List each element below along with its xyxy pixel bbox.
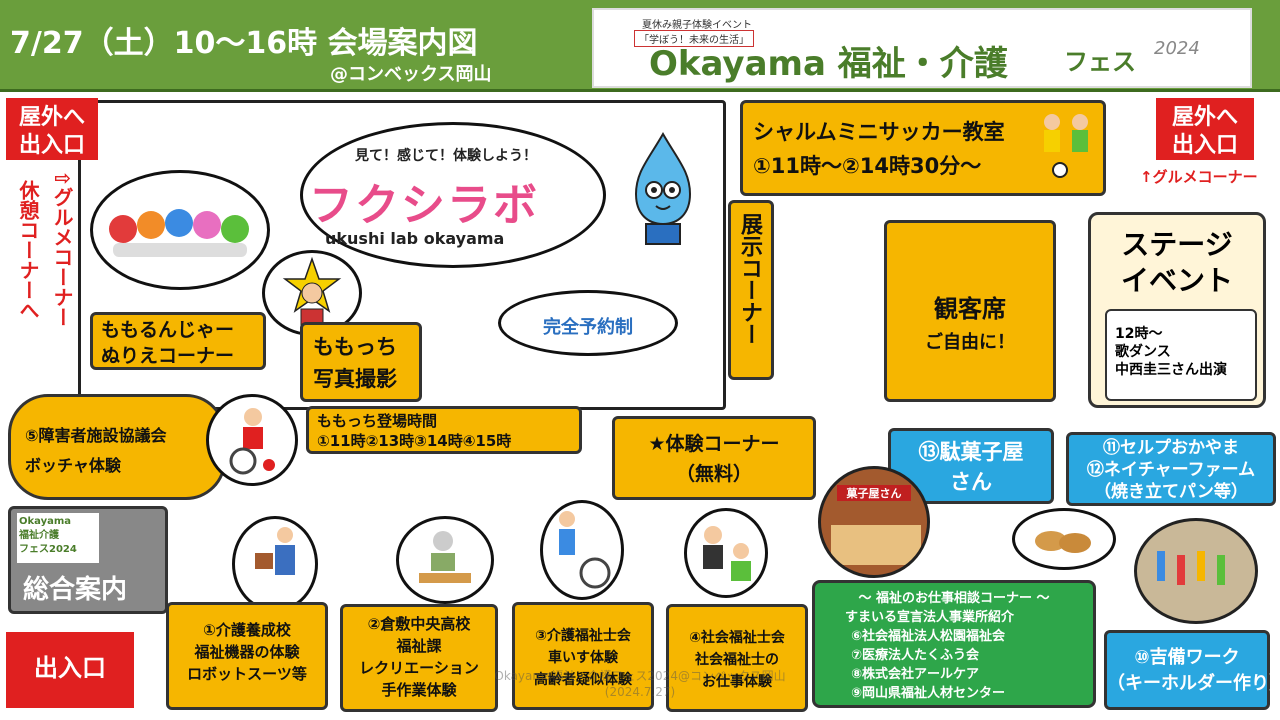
rest-corner-direction: 休憩コーナーへ [16, 180, 40, 320]
page-title: 7/27（土）10〜16時 会場案内図 [10, 26, 478, 61]
craft-activity-icon [419, 531, 471, 583]
audience-seats-title: 観客席 [934, 295, 1006, 323]
momorun-coloring-corner[interactable]: ももるんじゃー ぬりえコーナー [90, 312, 266, 370]
banner-fes: フェス [1064, 48, 1136, 76]
booth-2[interactable]: ②倉敷中央高校 福祉課 レクリエーション 手作業体験 [340, 604, 498, 712]
free-experience-corner[interactable]: ★体験コーナー （無料） [612, 416, 816, 500]
audience-seats[interactable]: 観客席 ご自由に！ [884, 220, 1056, 402]
consult-line: すまいる宣言法人事業所紹介 [845, 610, 1015, 625]
booth-4[interactable]: ④社会福祉士会 社会福祉士の お仕事体験 [666, 604, 808, 712]
event-banner[interactable]: 夏休み親子体験イベント 「学ぼう！未来の生活」 Okayama 福祉・介護 フェ… [592, 8, 1252, 88]
consultation-icon [703, 526, 751, 581]
keyholder-icon [1157, 551, 1225, 585]
banner-main-title: Okayama 福祉・介護 [649, 44, 1008, 84]
momochi-character-icon [282, 256, 342, 328]
booth2-bubble [396, 516, 494, 604]
fukushi-lab-sub: ukushi lab okayama [325, 229, 505, 248]
main-entrance[interactable]: 出入口 [6, 632, 134, 708]
booth-3[interactable]: ③介護福祉士会 車いす体験 高齢者疑似体験 [512, 602, 654, 710]
exhibit-corner[interactable]: 展示コーナー [728, 200, 774, 380]
soccer-players-icon [1030, 108, 1100, 180]
watermark: Okayama福祉・介護フェス2024@コンベックス岡山 (2024.7.27) [494, 669, 786, 699]
stage-detail: 12時〜 歌ダンス 中西圭三さん出演 [1105, 309, 1257, 401]
fukushi-lab-logo: フクシラボ [309, 180, 539, 231]
gourmet-direction-right: ↑グルメコーナー [1140, 168, 1258, 186]
audience-seats-sub: ご自由に！ [925, 332, 1015, 353]
momorun-characters-bubble [90, 170, 270, 290]
dagashi-shop[interactable]: ⑬駄菓子屋 さん [888, 428, 1054, 504]
general-info-label: 総合案内 [23, 575, 128, 605]
mascot-character-icon [628, 131, 698, 250]
momochi-appearance-times: ももっち登場時間 ①11時②13時③14時④15時 [306, 406, 582, 454]
reservation-label: 完全予約制 [543, 317, 633, 338]
info-logo: Okayama 福祉介護 フェス2024 [17, 513, 99, 563]
boccia-bubble [206, 394, 298, 486]
wheelchair-icon [559, 511, 611, 589]
reservation-bubble: 完全予約制 [498, 290, 678, 356]
booth-1[interactable]: ①介護養成校 福祉機器の体験 ロボットスーツ等 [166, 602, 328, 710]
fukushi-lab-catch: 見て！感じて！体験しよう！ [355, 148, 537, 164]
consult-line: ⑨岡山県福祉人材センター [851, 686, 1006, 701]
banner-tag-2: 「学ぼう！未来の生活」 [634, 30, 754, 47]
venue-label: @コンベックス岡山 [330, 64, 492, 85]
consult-title: 〜 福祉のお仕事相談コーナー 〜 [858, 591, 1050, 606]
booth3-bubble [540, 500, 624, 600]
consult-line: ⑦医療法人たくふう会 [851, 648, 980, 663]
self-okayama-nature-farm[interactable]: ⑪セルプおかやま ⑫ネイチャーファーム （焼き立てパン等） [1066, 432, 1276, 506]
booth1-bubble [232, 516, 318, 612]
booth4-bubble [684, 508, 768, 598]
wheelchair-athlete-icon [229, 408, 275, 475]
bread-bubble [1012, 508, 1116, 570]
banner-tag: 夏休み親子体験イベント [642, 20, 752, 31]
keyholder-photo [1134, 518, 1258, 624]
consult-line: ⑧株式会社アールケア [851, 667, 980, 682]
dagashi-sign: 菓子屋さん [837, 485, 911, 501]
stage-event[interactable]: ステージ イベント 12時〜 歌ダンス 中西圭三さん出演 [1088, 212, 1266, 408]
general-information[interactable]: Okayama 福祉介護 フェス2024 総合案内 [8, 506, 168, 614]
gourmet-direction-left: ⇧グルメコーナー [50, 170, 74, 327]
dagashi-shop-photo: 菓子屋さん [818, 466, 930, 578]
bread-icon [1035, 531, 1091, 553]
kibi-work-keyholder[interactable]: ⑩吉備ワーク （キーホルダー作り） [1104, 630, 1280, 710]
outdoor-entrance-right[interactable]: 屋外へ 出入口 [1156, 98, 1254, 160]
banner-year: 2024 [1154, 38, 1200, 59]
momorun-characters-icon [109, 209, 249, 257]
consult-line: ⑥社会福祉法人松園福祉会 [851, 629, 1006, 644]
boccia-experience[interactable]: ⑤障害者施設協議会 ボッチャ体験 [8, 394, 226, 500]
fukushi-lab-bubble[interactable]: 見て！感じて！体験しよう！ フクシラボ ukushi lab okayama [300, 122, 606, 268]
momochi-bubble [262, 250, 362, 336]
outdoor-entrance-left[interactable]: 屋外へ 出入口 [6, 98, 98, 160]
stage-title: ステージ イベント [1120, 228, 1233, 297]
momochi-photo-booth[interactable]: ももっち 写真撮影 [300, 322, 422, 402]
robot-suit-icon [255, 527, 295, 575]
snack-shelf-icon [831, 525, 921, 565]
welfare-job-consultation[interactable]: 〜 福祉のお仕事相談コーナー 〜 すまいる宣言法人事業所紹介 ⑥社会福祉法人松園… [812, 580, 1096, 708]
